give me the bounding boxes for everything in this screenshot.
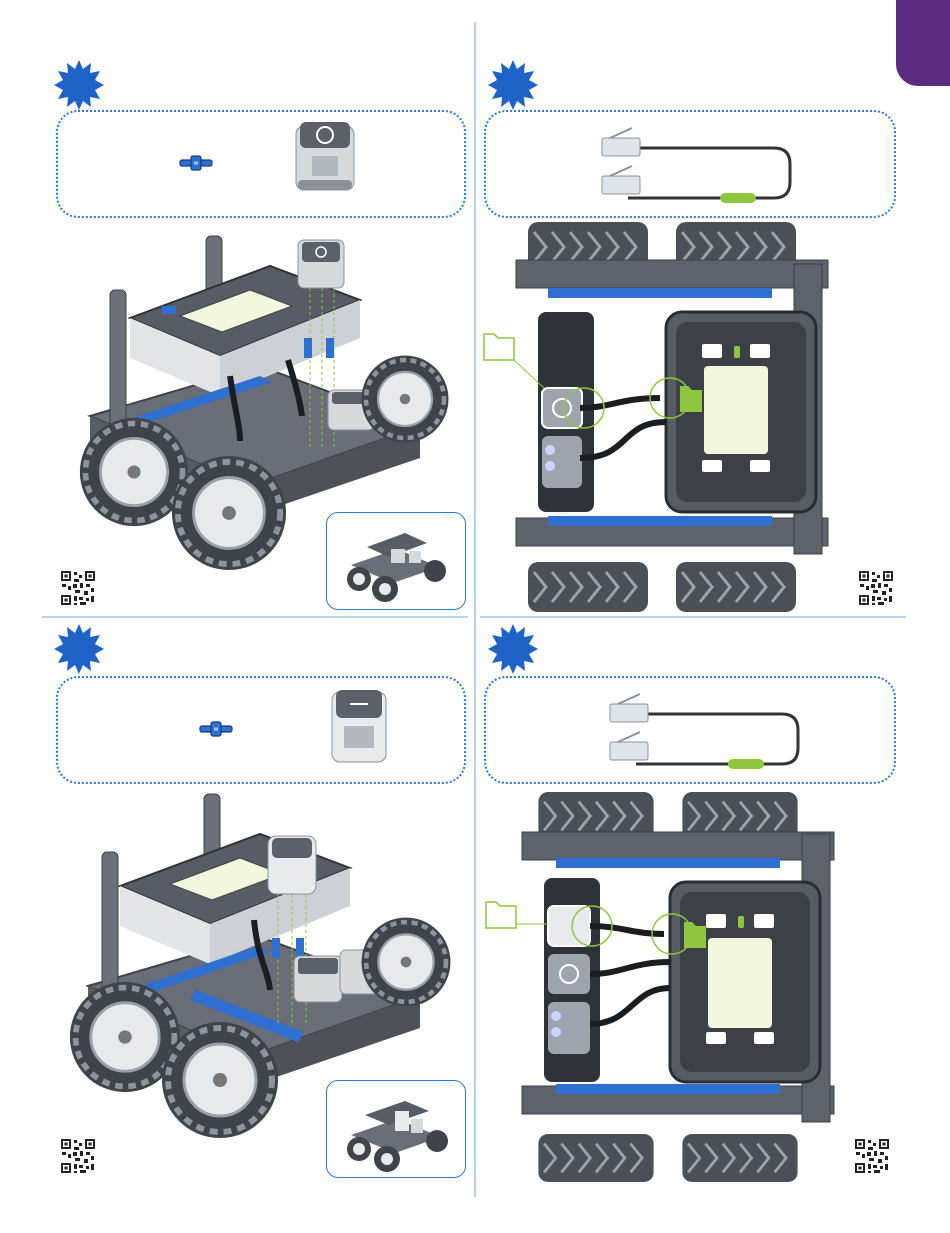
distance-sensor-icon (330, 688, 388, 764)
qr-code-icon[interactable] (854, 1138, 890, 1174)
vertical-divider (474, 22, 476, 1197)
chapter-tab (896, 0, 950, 86)
step-marker-icon (54, 60, 104, 110)
brain-top-view-cable-route (480, 222, 900, 612)
blue-pin-icon (198, 721, 234, 737)
brain-top-view-cable-route-2 (482, 792, 902, 1184)
horizontal-divider-left (42, 616, 468, 618)
step-marker-icon (488, 624, 538, 674)
qr-code-icon[interactable] (858, 570, 894, 606)
eye-sensor-icon (294, 120, 356, 194)
horizontal-divider-right (480, 616, 906, 618)
front-right-wheel (170, 454, 288, 572)
rear-right-wheel (360, 354, 450, 444)
blue-pin-icon (178, 155, 214, 171)
step-marker-icon (54, 624, 104, 674)
smart-cable-icon (606, 692, 806, 772)
rear-right-wheel (360, 916, 452, 1008)
step-marker-icon (488, 60, 538, 110)
completed-build-inset (326, 1080, 466, 1178)
completed-build-inset (326, 512, 466, 610)
front-right-wheel (160, 1020, 280, 1140)
smart-cable-icon (598, 126, 798, 206)
qr-code-icon[interactable] (60, 570, 96, 606)
qr-code-icon[interactable] (60, 1138, 96, 1174)
parts-box (56, 110, 466, 218)
parts-box (56, 676, 466, 784)
parts-box (484, 676, 896, 784)
parts-box (484, 110, 896, 218)
